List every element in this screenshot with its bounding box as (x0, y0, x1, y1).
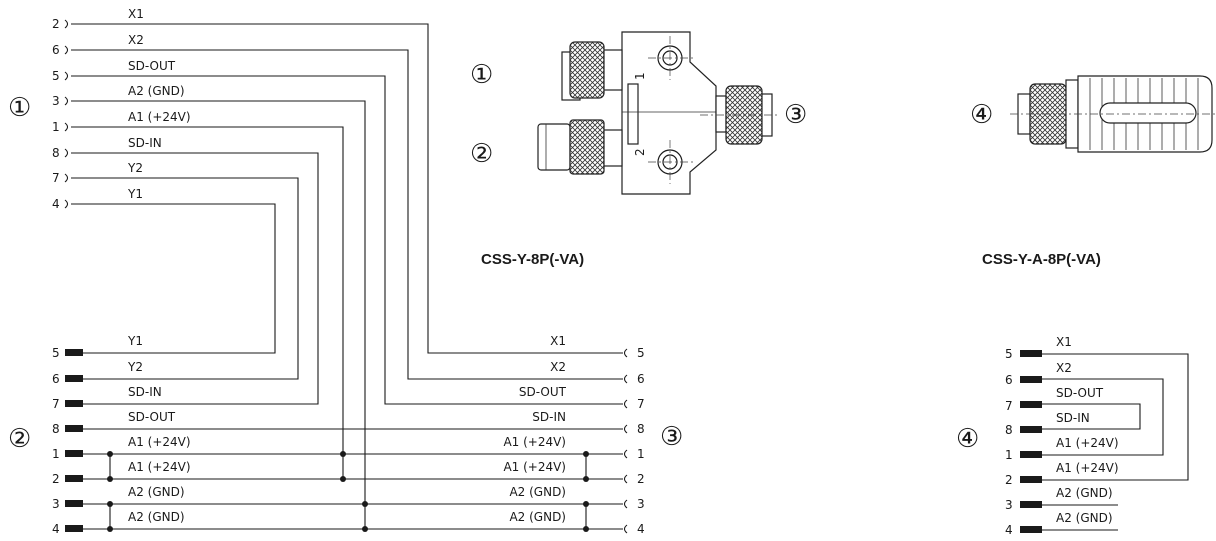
port2-signal-labels: Y1 Y2 SD-IN SD-OUT A1 (+24V) A1 (+24V) A… (127, 334, 191, 524)
port3-block: ③ 5 6 7 8 1 2 3 4 X1 X2 SD-OUT SD-IN A1 … (503, 334, 683, 536)
port3-signal: X2 (550, 360, 566, 374)
port2-pin-numbers: 5 6 7 8 1 2 3 4 (52, 346, 60, 536)
port1-pin: 5 (52, 69, 60, 83)
device-port2-marker: ② (470, 139, 493, 169)
y-splitter-wires (71, 23, 623, 532)
port1-pin-numbers: 2 6 5 3 1 8 7 4 (52, 17, 60, 211)
y-splitter-illustration: ① ② ③ 1 2 (470, 31, 807, 195)
port4-marker: ④ (956, 424, 979, 454)
port4-pin: 5 (1005, 347, 1013, 361)
port2-signal: A2 (GND) (128, 485, 185, 499)
port4-signal: SD-IN (1056, 411, 1090, 425)
port2-signal: SD-OUT (128, 410, 176, 424)
port1-pin: 7 (52, 171, 60, 185)
device-port4-marker: ④ (970, 100, 993, 130)
port1-signal: SD-OUT (128, 59, 176, 73)
port1-pin: 1 (52, 120, 60, 134)
port2-signal: Y1 (127, 334, 143, 348)
port2-pin: 1 (52, 447, 60, 461)
port1-pin: 3 (52, 94, 60, 108)
connector-mark-2: 2 (633, 148, 647, 156)
port3-pin: 5 (637, 346, 645, 360)
port1-signal-labels: X1 X2 SD-OUT A2 (GND) A1 (+24V) SD-IN Y2… (127, 7, 191, 201)
port3-signal: SD-IN (532, 410, 566, 424)
port2-signal: A2 (GND) (128, 510, 185, 524)
device-port3-marker: ③ (784, 100, 807, 130)
port4-pin: 4 (1005, 523, 1013, 537)
port4-contacts (1020, 350, 1042, 533)
port4-signal: X1 (1056, 335, 1072, 349)
port3-pin-numbers: 5 6 7 8 1 2 3 4 (637, 346, 645, 536)
port3-signal-labels: X1 X2 SD-OUT SD-IN A1 (+24V) A1 (+24V) A… (503, 334, 566, 524)
port2-pin: 8 (52, 422, 60, 436)
port3-pin: 8 (637, 422, 645, 436)
port2-signal: A1 (+24V) (128, 435, 191, 449)
port3-signal: A1 (+24V) (503, 435, 566, 449)
port4-pin-numbers: 5 6 7 8 1 2 3 4 (1005, 347, 1013, 537)
port1-block: ① 2 6 5 3 1 8 7 4 X1 X2 SD-OUT A2 (GND) … (8, 7, 191, 211)
port1-contacts (64, 19, 69, 209)
port3-signal: SD-OUT (519, 385, 567, 399)
port1-signal: A2 (GND) (128, 84, 185, 98)
port4-pin: 1 (1005, 448, 1013, 462)
port1-signal: Y1 (127, 187, 143, 201)
port2-pin: 6 (52, 372, 60, 386)
port4-pin: 8 (1005, 423, 1013, 437)
port4-signal: SD-OUT (1056, 386, 1104, 400)
port2-pin: 3 (52, 497, 60, 511)
port4-pin: 3 (1005, 498, 1013, 512)
port3-signal: X1 (550, 334, 566, 348)
port3-signal: A2 (GND) (509, 510, 566, 524)
port4-signal: X2 (1056, 361, 1072, 375)
port1-signal: X1 (128, 7, 144, 21)
port1-pin: 2 (52, 17, 60, 31)
port1-signal: SD-IN (128, 136, 162, 150)
port4-signal: A2 (GND) (1056, 486, 1113, 500)
port1-signal: A1 (+24V) (128, 110, 191, 124)
port4-pin: 7 (1005, 399, 1013, 413)
model-name-y: CSS-Y-8P(-VA) (481, 251, 584, 268)
port3-contacts (623, 348, 628, 534)
port2-pin: 2 (52, 472, 60, 486)
port4-pin: 2 (1005, 473, 1013, 487)
port3-pin: 7 (637, 397, 645, 411)
port2-pin: 5 (52, 346, 60, 360)
port1-signal: X2 (128, 33, 144, 47)
y-a-adapter-illustration: ④ (970, 75, 1215, 153)
port2-block: ② 5 6 7 8 1 2 3 4 Y1 Y2 SD-IN SD-OUT A1 … (8, 334, 191, 536)
port3-pin: 4 (637, 522, 645, 536)
port2-signal: A1 (+24V) (128, 460, 191, 474)
port4-block: ④ 5 6 7 8 1 2 3 4 X1 X2 SD-OUT SD-IN A1 … (956, 335, 1189, 537)
model-name-ya: CSS-Y-A-8P(-VA) (982, 251, 1101, 268)
port4-signal: A1 (+24V) (1056, 436, 1119, 450)
port3-marker: ③ (660, 422, 683, 452)
junction-dots (107, 451, 589, 532)
device-port1-marker: ① (470, 60, 493, 90)
port3-pin: 1 (637, 447, 645, 461)
port3-pin: 2 (637, 472, 645, 486)
port4-signal: A2 (GND) (1056, 511, 1113, 525)
port2-pin: 7 (52, 397, 60, 411)
port1-signal: Y2 (127, 161, 143, 175)
port2-contacts (65, 349, 83, 532)
port2-signal: Y2 (127, 360, 143, 374)
port4-wires (1042, 353, 1189, 531)
port2-signal: SD-IN (128, 385, 162, 399)
port1-pin: 8 (52, 146, 60, 160)
connector-mark-1: 1 (633, 72, 647, 80)
port4-signal: A1 (+24V) (1056, 461, 1119, 475)
port2-pin: 4 (52, 522, 60, 536)
port1-marker: ① (8, 93, 31, 123)
port3-signal: A2 (GND) (509, 485, 566, 499)
port1-pin: 6 (52, 43, 60, 57)
port3-pin: 6 (637, 372, 645, 386)
port1-pin: 4 (52, 197, 60, 211)
port4-signal-labels: X1 X2 SD-OUT SD-IN A1 (+24V) A1 (+24V) A… (1056, 335, 1119, 525)
port3-pin: 3 (637, 497, 645, 511)
port3-signal: A1 (+24V) (503, 460, 566, 474)
port2-marker: ② (8, 424, 31, 454)
port4-pin: 6 (1005, 373, 1013, 387)
